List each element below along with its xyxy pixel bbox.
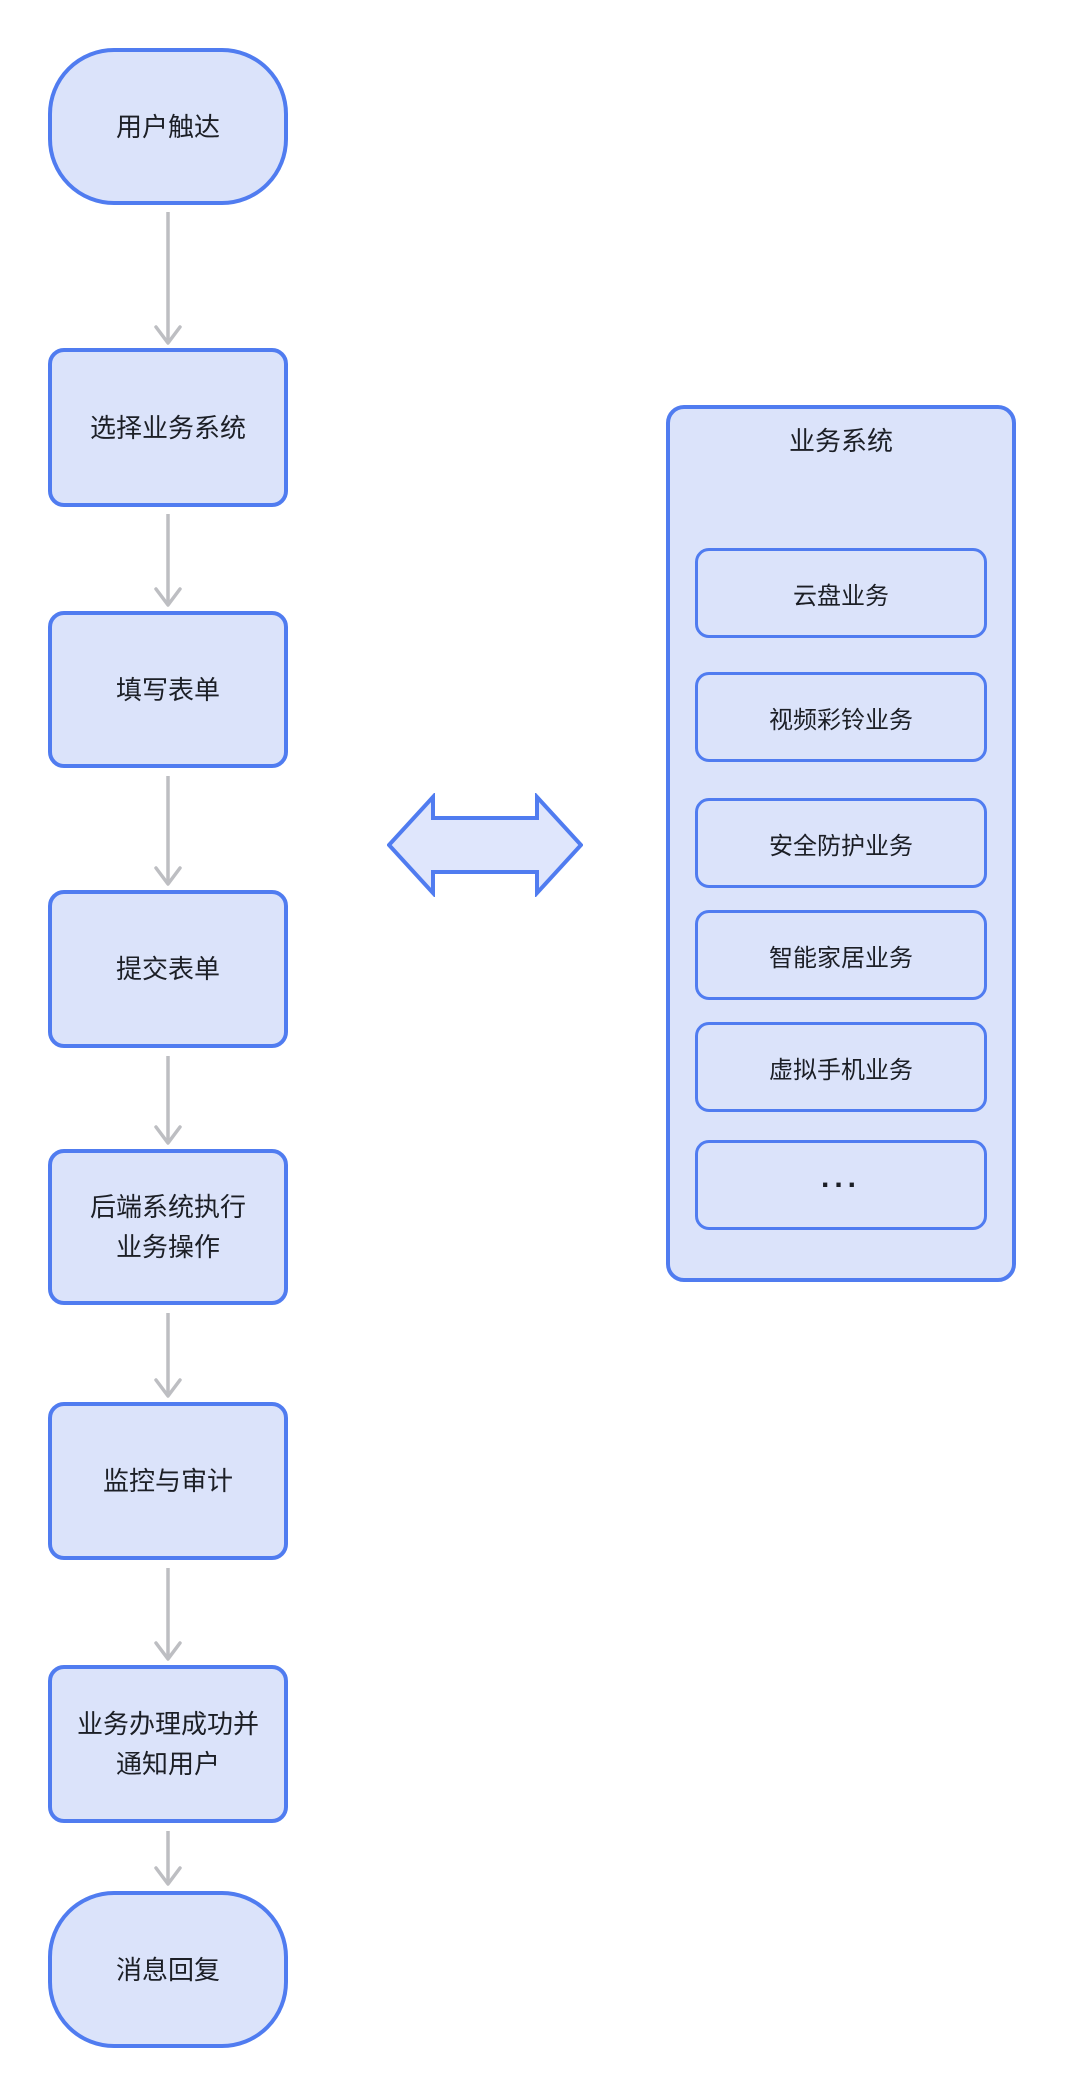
flow-node-select-system: 选择业务系统 <box>48 348 288 507</box>
system-item-more: ... <box>695 1140 987 1230</box>
double-headed-arrow-icon <box>387 793 583 897</box>
system-item-label: 虚拟手机业务 <box>769 1056 913 1084</box>
flow-node-submit-form: 提交表单 <box>48 890 288 1048</box>
flow-node-label: 监控与审计 <box>102 1466 233 1496</box>
flow-node-label: 后端系统执行 业务操作 <box>89 1192 246 1262</box>
system-item-cloud-disk: 云盘业务 <box>695 548 987 638</box>
down-arrow-icon <box>154 1831 182 1886</box>
system-item-virtual-phone: 虚拟手机业务 <box>695 1022 987 1112</box>
flow-node-label: 填写表单 <box>115 674 220 705</box>
down-arrow-icon <box>154 514 182 607</box>
down-arrow-icon <box>154 1313 182 1398</box>
flow-node-label: 业务办理成功并 通知用户 <box>76 1709 259 1779</box>
flow-node-monitor-audit: 监控与审计 <box>48 1402 288 1560</box>
system-item-label: 视频彩铃业务 <box>769 706 913 734</box>
flow-node-notify-user: 业务办理成功并 通知用户 <box>48 1665 288 1823</box>
flow-node-end: 消息回复 <box>48 1891 288 2048</box>
ellipsis-label: ... <box>820 1161 861 1194</box>
business-system-panel: 业务系统 云盘业务 视频彩铃业务 安全防护业务 智能家居业务 虚拟手机业务 ..… <box>666 405 1016 1282</box>
flow-node-label: 用户触达 <box>115 111 220 142</box>
down-arrow-icon <box>154 776 182 886</box>
flow-node-label: 提交表单 <box>115 954 220 984</box>
flow-node-label: 选择业务系统 <box>89 412 246 443</box>
system-item-video-ringtone: 视频彩铃业务 <box>695 672 987 762</box>
system-item-label: 智能家居业务 <box>769 944 913 972</box>
flow-node-fill-form: 填写表单 <box>48 611 288 768</box>
panel-title: 业务系统 <box>788 426 893 456</box>
system-item-smart-home: 智能家居业务 <box>695 910 987 1000</box>
flow-node-backend-execute: 后端系统执行 业务操作 <box>48 1149 288 1305</box>
down-arrow-icon <box>154 1568 182 1661</box>
flow-node-start: 用户触达 <box>48 48 288 205</box>
down-arrow-icon <box>154 1056 182 1145</box>
down-arrow-icon <box>154 212 182 345</box>
flow-node-label: 消息回复 <box>115 1954 220 1985</box>
system-item-security-protection: 安全防护业务 <box>695 798 987 888</box>
system-item-label: 云盘业务 <box>793 582 889 610</box>
system-item-label: 安全防护业务 <box>769 832 913 860</box>
